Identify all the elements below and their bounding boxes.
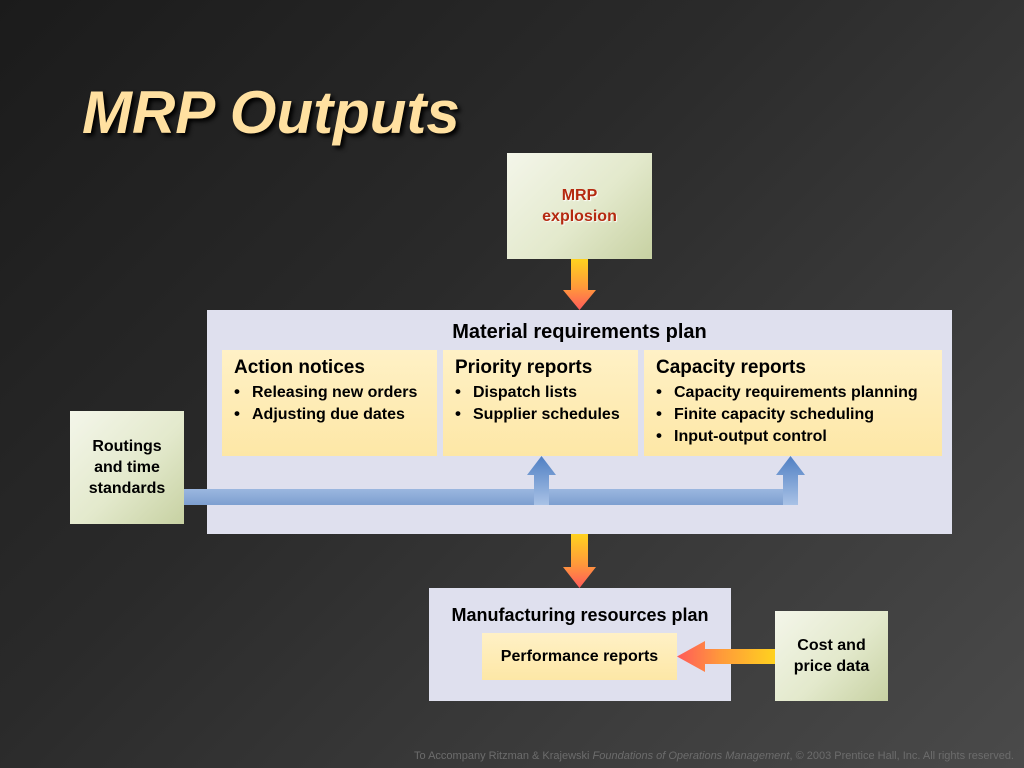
action-notices-heading: Action notices [234, 357, 365, 378]
list-item: Dispatch lists [455, 381, 628, 403]
arrow-down-explosion [563, 259, 596, 310]
routings-label: Routings and time standards [88, 438, 166, 497]
mrp-explosion-label: MRP explosion [542, 187, 617, 225]
arrow-down-manufacturing [563, 534, 596, 588]
footer-copyright: To Accompany Ritzman & Krajewski Foundat… [414, 750, 1014, 762]
performance-reports-label: Performance reports [500, 648, 659, 665]
capacity-reports-panel: Capacity reports Capacity requirements p… [644, 350, 942, 456]
material-requirements-plan-title: Material requirements plan [452, 321, 707, 343]
priority-reports-heading: Priority reports [455, 357, 593, 378]
capacity-reports-heading: Capacity reports [656, 357, 806, 378]
list-item: Supplier schedules [455, 403, 628, 425]
list-item: Capacity requirements planning [656, 381, 932, 403]
arrow-left-cost [677, 641, 775, 672]
list-item: Adjusting due dates [234, 403, 427, 425]
performance-reports-box: Performance reports [482, 633, 677, 680]
footer-suffix: , © 2003 Prentice Hall, Inc. All rights … [789, 750, 1014, 762]
routings-box: Routings and time standards [70, 411, 184, 524]
action-notices-panel: Action notices Releasing new orders Adju… [222, 350, 437, 456]
list-item: Finite capacity scheduling [656, 403, 932, 425]
list-item: Input-output control [656, 425, 932, 447]
mrp-explosion-box: MRP explosion [507, 153, 652, 259]
arrow-up-priority [527, 456, 556, 505]
cost-price-label: Cost and price data [793, 637, 870, 675]
list-item: Releasing new orders [234, 381, 427, 403]
footer-prefix: To Accompany Ritzman & Krajewski [414, 750, 593, 762]
blue-connector-bar [184, 489, 798, 505]
priority-reports-panel: Priority reports Dispatch lists Supplier… [443, 350, 638, 456]
manufacturing-resources-plan-title: Manufacturing resources plan [451, 605, 709, 625]
page-title: MRP Outputs [82, 79, 460, 146]
footer-book-title: Foundations of Operations Management [592, 750, 790, 762]
cost-price-box: Cost and price data [775, 611, 888, 701]
arrow-up-capacity [776, 456, 805, 505]
